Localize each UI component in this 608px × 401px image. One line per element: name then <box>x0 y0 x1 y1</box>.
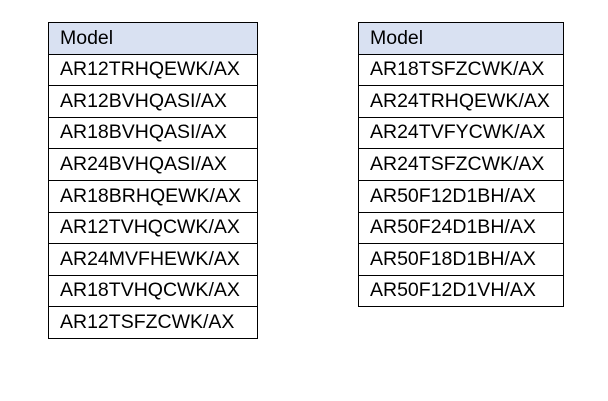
model-cell: AR50F24D1BH/AX <box>358 211 564 245</box>
model-cell: AR12BVHQASI/AX <box>48 85 258 118</box>
table-row: AR18TVHQCWK/AX <box>48 274 258 308</box>
table-row: AR18TSFZCWK/AX <box>358 53 564 87</box>
table-row: AR18BVHQASI/AX <box>48 116 258 150</box>
column-header-model: Model <box>358 22 564 55</box>
column-header-model: Model <box>48 22 258 55</box>
model-table-left: Model AR12TRHQEWK/AX AR12BVHQASI/AX AR18… <box>48 22 258 339</box>
table-header-row: Model <box>48 22 258 55</box>
model-table-right: Model AR18TSFZCWK/AX AR24TRHQEWK/AX AR24… <box>358 22 564 308</box>
table-header-row: Model <box>358 22 564 55</box>
model-cell: AR12TSFZCWK/AX <box>48 306 258 339</box>
model-cell: AR24TRHQEWK/AX <box>358 85 564 118</box>
model-cell: AR12TVHQCWK/AX <box>48 211 258 245</box>
model-cell: AR18BRHQEWK/AX <box>48 179 258 213</box>
model-cell: AR18TVHQCWK/AX <box>48 274 258 308</box>
table-row: AR24TRHQEWK/AX <box>358 85 564 118</box>
model-cell: AR50F12D1VH/AX <box>358 274 564 308</box>
table-row: AR50F12D1VH/AX <box>358 274 564 308</box>
model-cell: AR18TSFZCWK/AX <box>358 53 564 87</box>
table-row: AR24TSFZCWK/AX <box>358 148 564 181</box>
model-cell: AR50F12D1BH/AX <box>358 179 564 213</box>
model-cell: AR50F18D1BH/AX <box>358 243 564 276</box>
model-cell: AR12TRHQEWK/AX <box>48 53 258 87</box>
table-row: AR50F24D1BH/AX <box>358 211 564 245</box>
model-cell: AR18BVHQASI/AX <box>48 116 258 150</box>
table-row: AR12TRHQEWK/AX <box>48 53 258 87</box>
table-row: AR24MVFHEWK/AX <box>48 243 258 276</box>
table-row: AR12TVHQCWK/AX <box>48 211 258 245</box>
table-row: AR18BRHQEWK/AX <box>48 179 258 213</box>
model-cell: AR24MVFHEWK/AX <box>48 243 258 276</box>
table-row: AR50F18D1BH/AX <box>358 243 564 276</box>
table-row: AR12TSFZCWK/AX <box>48 306 258 339</box>
model-cell: AR24BVHQASI/AX <box>48 148 258 181</box>
table-row: AR50F12D1BH/AX <box>358 179 564 213</box>
table-row: AR12BVHQASI/AX <box>48 85 258 118</box>
model-cell: AR24TSFZCWK/AX <box>358 148 564 181</box>
table-row: AR24TVFYCWK/AX <box>358 116 564 150</box>
table-row: AR24BVHQASI/AX <box>48 148 258 181</box>
model-cell: AR24TVFYCWK/AX <box>358 116 564 150</box>
